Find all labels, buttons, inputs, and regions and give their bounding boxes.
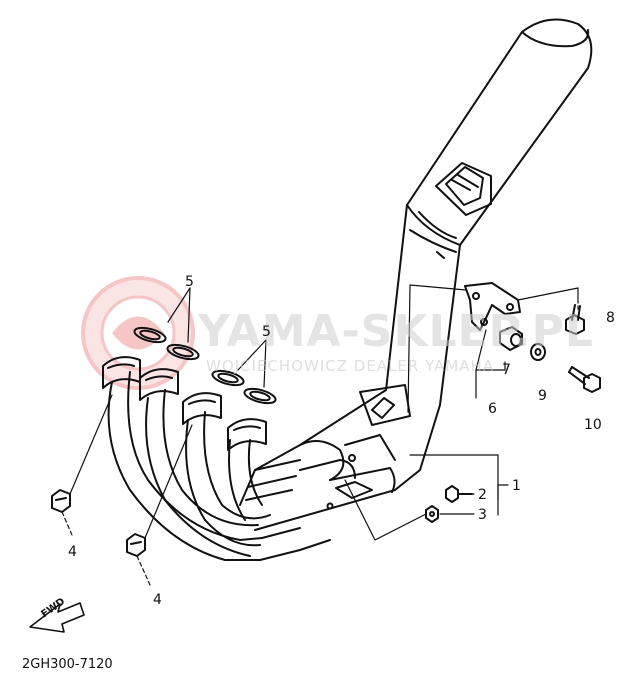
washer-9 xyxy=(530,343,546,361)
fwd-arrow xyxy=(29,602,85,633)
watermark-brand: YAMA-SKLEP.PL xyxy=(198,306,594,357)
callout-10: 10 xyxy=(584,417,602,433)
callout-3: 3 xyxy=(478,507,487,523)
gaskets-left xyxy=(133,326,200,361)
exhaust-flanges xyxy=(102,356,267,451)
callout-5-right: 5 xyxy=(262,324,271,340)
callout-5-left: 5 xyxy=(185,274,194,290)
header-pipes xyxy=(107,371,331,561)
bolt-10 xyxy=(568,366,601,393)
callout-1: 1 xyxy=(512,478,521,494)
callout-6: 6 xyxy=(488,401,497,417)
callout-9: 9 xyxy=(538,388,547,404)
bolt-8 xyxy=(565,304,585,335)
damper-7 xyxy=(499,326,523,351)
callout-8: 8 xyxy=(606,310,615,326)
diagram-code: 2GH300-7120 xyxy=(22,657,113,672)
nut-3 xyxy=(425,505,439,523)
callout-2: 2 xyxy=(478,487,487,503)
gaskets-right xyxy=(211,369,277,405)
nut-4-upper xyxy=(51,489,71,513)
watermark-dealer: WOJCIECHOWICZ DEALER YAMAHA xyxy=(206,357,495,375)
muffler-bracket xyxy=(464,282,521,331)
muffler xyxy=(385,18,593,406)
nut-4-lower xyxy=(126,533,146,557)
callout-4-lower: 4 xyxy=(153,592,162,608)
callout-7: 7 xyxy=(502,362,511,378)
callout-4-upper: 4 xyxy=(68,544,77,560)
collector xyxy=(239,384,441,531)
